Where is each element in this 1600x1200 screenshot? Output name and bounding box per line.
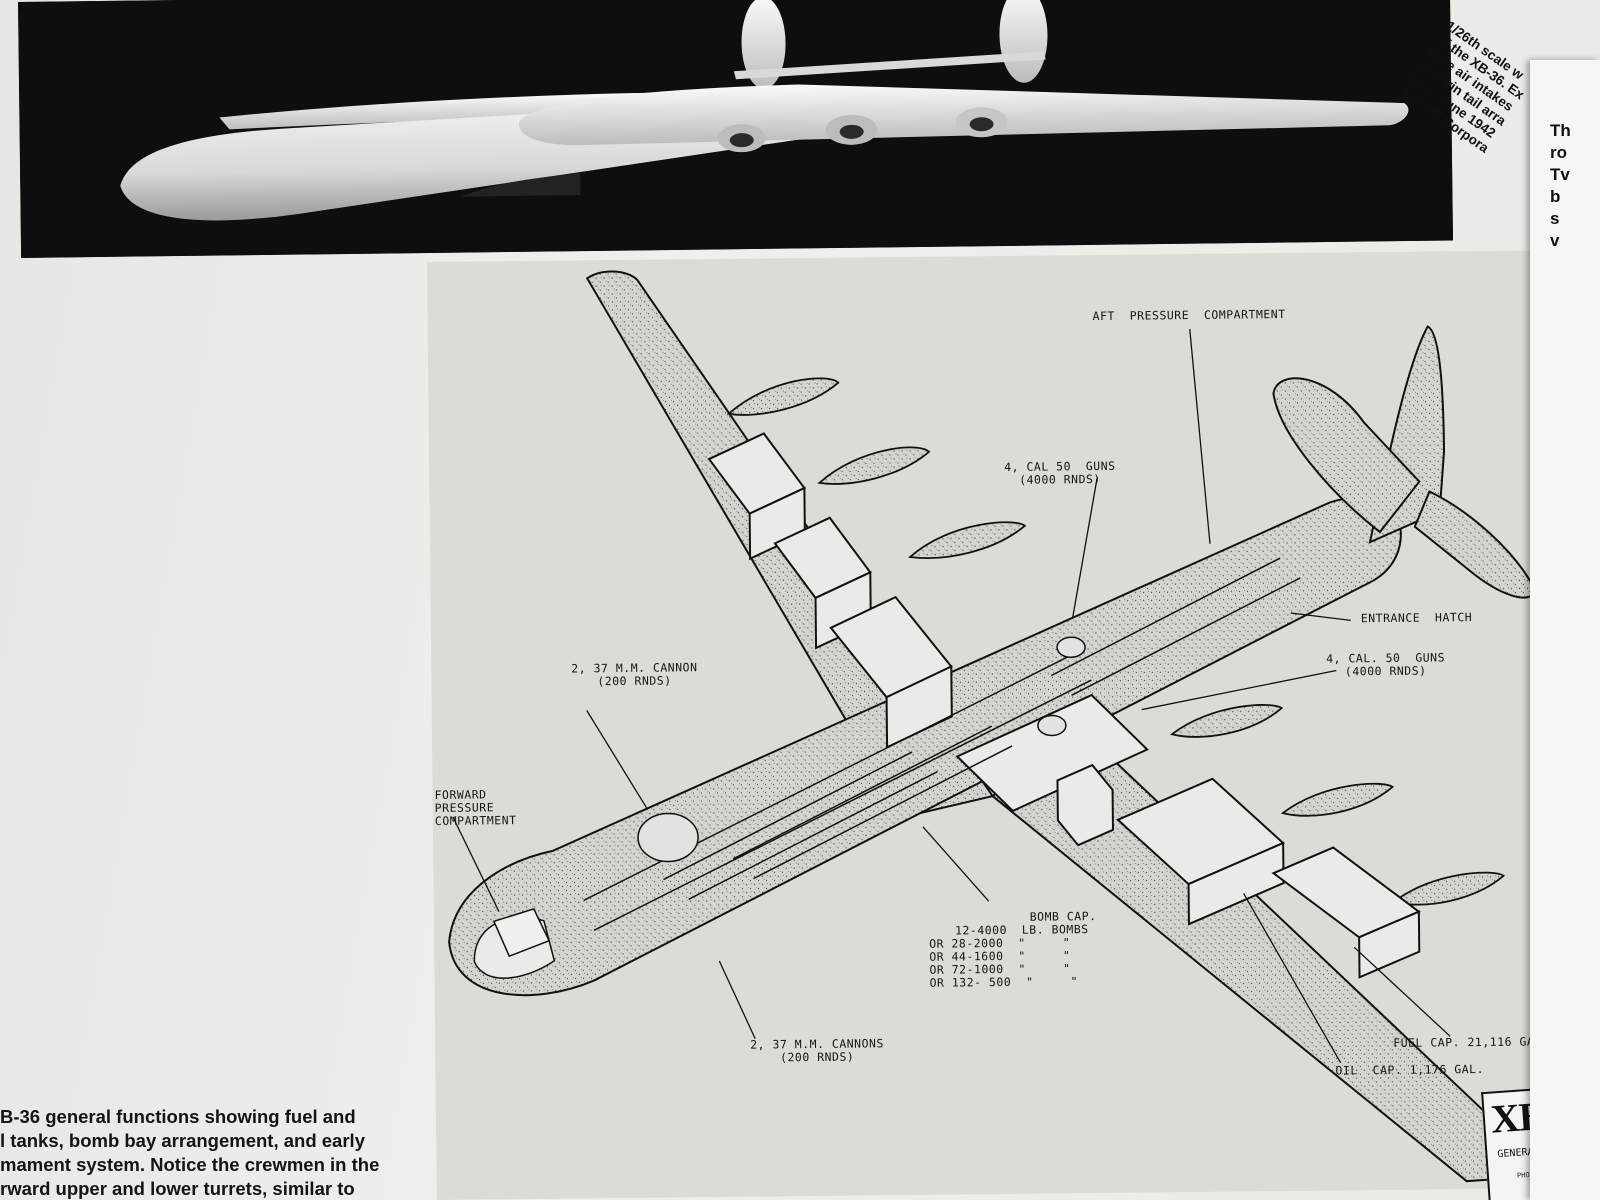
label-oil-capacity: OIL CAP. 1,176 GAL.: [1335, 1061, 1485, 1078]
model-photograph: [18, 0, 1454, 258]
adjacent-letter: b: [1550, 187, 1561, 206]
adjacent-page: Th ro Tv b s v: [1530, 60, 1600, 1200]
bomb-cap-line: OR 132- 500 " ": [929, 974, 1079, 990]
caption-line: mament system. Notice the crewmen in the: [0, 1154, 380, 1175]
label-fuel-capacity: FUEL CAP. 21,116 GAL.: [1393, 1034, 1550, 1050]
adjacent-letter: ro: [1550, 143, 1567, 162]
adjacent-letter: v: [1550, 231, 1560, 250]
caption-line: l tanks, bomb bay arrangement, and early: [0, 1130, 365, 1151]
caption-line: B-36 general functions showing fuel and: [0, 1106, 356, 1127]
adjacent-letter: s: [1550, 209, 1560, 228]
label-lower-guns: 4, CAL. 50 GUNS (4000 RNDS): [1326, 650, 1446, 679]
bomb-capacity-block: BOMB CAP. 12-4000 LB. BOMBS OR 28-2000 "…: [929, 909, 1097, 990]
figure-caption: B-36 general functions showing fuel and …: [0, 1105, 400, 1200]
cutaway-drawing: AFT PRESSURE COMPARTMENT 4, CAL 50 GUNS …: [427, 250, 1557, 1200]
adjacent-letter: Tv: [1550, 165, 1570, 184]
label-forward-cannon: 2, 37 M.M. CANNON (200 RNDS): [571, 660, 698, 689]
adjacent-letter: Th: [1550, 121, 1571, 140]
label-upper-guns: 4, CAL 50 GUNS (4000 RNDS): [1004, 458, 1116, 487]
label-forward-pressure-compartment: FORWARD PRESSURE COMPARTMENT: [434, 787, 517, 828]
model-silhouette: [18, 0, 1454, 258]
label-entrance-hatch: ENTRANCE HATCH: [1360, 610, 1473, 626]
adjacent-page-text: Th ro Tv b s v: [1550, 120, 1571, 252]
xb36-cutaway-illustration: [448, 270, 1554, 1183]
label-lower-cannons: 2, 37 M.M. CANNONS (200 RNDS): [750, 1036, 884, 1065]
caption-line: rward upper and lower turrets, similar t…: [0, 1178, 355, 1199]
label-aft-pressure-compartment: AFT PRESSURE COMPARTMENT: [1092, 307, 1286, 324]
